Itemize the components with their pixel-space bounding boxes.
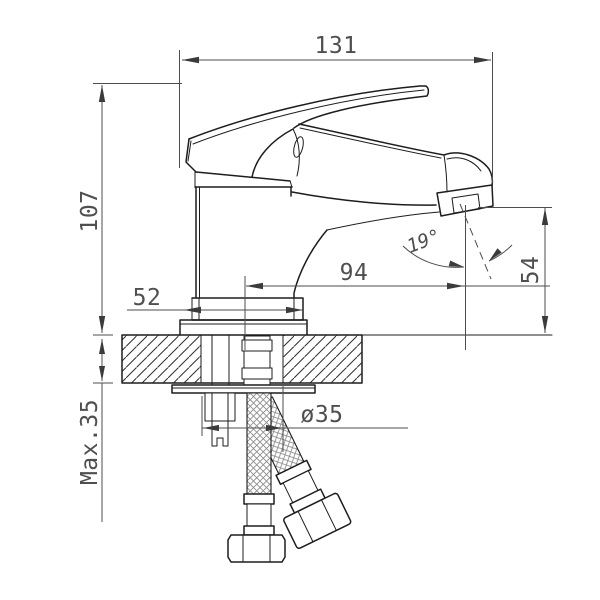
countertop-section <box>121 334 553 384</box>
vertical-hose-nut <box>227 534 286 563</box>
mounting-base <box>179 297 308 336</box>
faucet-body <box>179 85 494 336</box>
arrowhead <box>447 282 464 290</box>
water-stream-dashline <box>459 203 492 280</box>
arrowhead <box>246 282 263 290</box>
arrowhead <box>184 306 201 314</box>
arrowhead <box>99 339 105 354</box>
dim-stream-angle-label: 19° <box>404 225 444 258</box>
handle-dome <box>195 128 304 182</box>
arrowhead <box>541 208 549 225</box>
dim-spout-reach-label: 94 <box>340 260 369 286</box>
fitting-band-bottom <box>241 367 273 380</box>
dim-overall-width-label: 131 <box>314 33 357 59</box>
dim-base-width-label: 52 <box>133 285 162 311</box>
faucet-spout <box>291 123 494 231</box>
dimension-94-spout-reach: 94 <box>244 260 550 350</box>
supply-hose-vertical <box>227 392 286 563</box>
body-collar-ring <box>194 171 293 188</box>
arrowhead <box>286 306 303 314</box>
body-column <box>195 186 328 299</box>
mounting-stud-nut <box>204 392 236 422</box>
faucet-handle <box>185 85 430 173</box>
arrowhead <box>98 85 106 102</box>
deck-hatch-right <box>283 335 362 383</box>
arrowhead <box>98 316 106 333</box>
vertical-hose-fitting <box>246 503 272 527</box>
dim-max-thickness-label: Max.35 <box>77 399 103 485</box>
vertical-hose-braid <box>246 392 272 497</box>
dim-hole-diameter-label: ø35 <box>300 402 343 428</box>
arrowhead <box>99 366 105 381</box>
arrowhead <box>541 316 549 333</box>
dome-cap-oval <box>293 136 304 158</box>
dimension-52-base-width: 52 <box>127 285 304 314</box>
dimension-107-overall-height: 107 <box>77 83 182 336</box>
arrowhead <box>448 260 464 267</box>
dimension-54-outlet-height: 54 <box>478 207 552 333</box>
dimension-angle-19: 19° <box>402 203 513 350</box>
dimension-max35-deck-thickness: Max.35 <box>77 339 113 522</box>
arrowhead <box>489 248 502 261</box>
arrowhead <box>203 424 219 432</box>
arrowhead <box>474 56 491 64</box>
arrowhead <box>182 56 199 64</box>
washer-plate <box>171 384 316 394</box>
vertical-hose-band <box>243 525 275 536</box>
angled-hose-nut <box>283 492 352 550</box>
mounting-shank-parts <box>211 334 273 394</box>
spout-aerator <box>436 184 494 217</box>
fitting-band-top <box>241 339 273 352</box>
dimension-dia35-hole: ø35 <box>201 386 408 452</box>
dimension-131-overall-width: 131 <box>179 33 493 183</box>
mounting-stud <box>204 392 236 447</box>
deck-hatch-left <box>122 335 201 383</box>
dim-overall-height-label: 107 <box>77 189 103 232</box>
arrowhead <box>266 424 282 432</box>
vertical-hose-ferrule <box>243 493 275 505</box>
dim-outlet-height-label: 54 <box>518 256 544 285</box>
